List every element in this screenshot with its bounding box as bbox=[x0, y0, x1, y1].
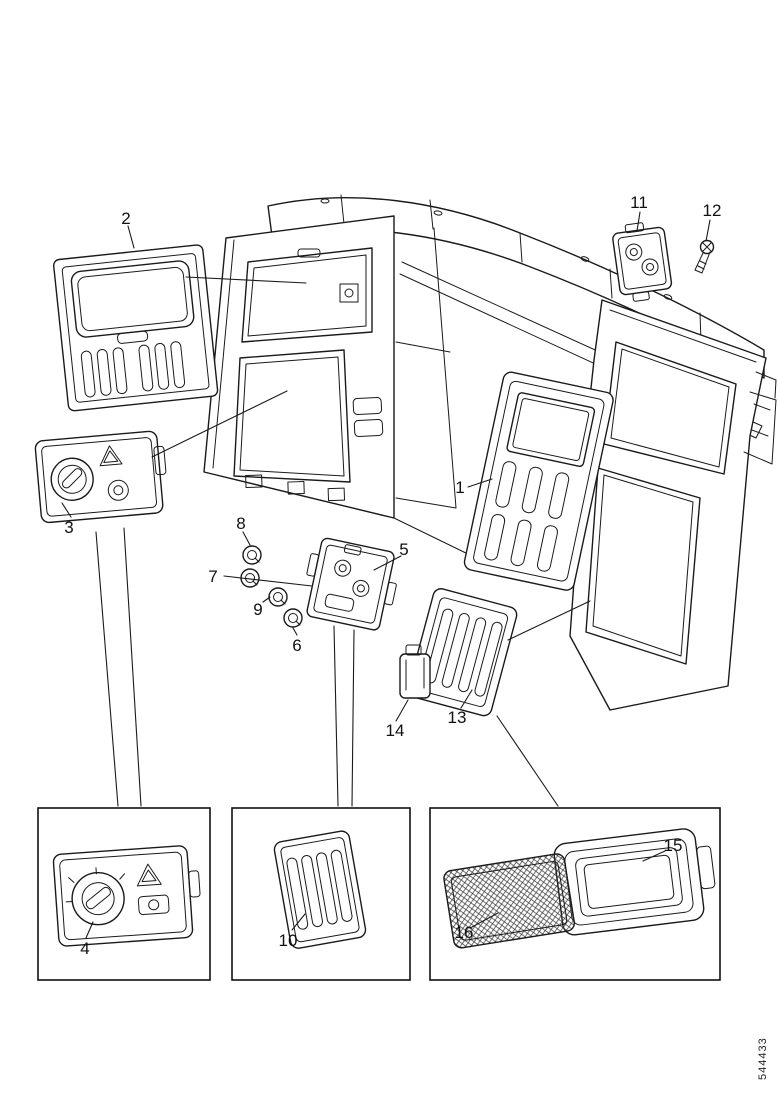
frame-right-section bbox=[569, 299, 777, 711]
mount-lines bbox=[151, 276, 591, 641]
inset-box-left bbox=[37, 807, 211, 981]
inset-box-right bbox=[429, 807, 721, 981]
part-12-screw bbox=[694, 239, 715, 274]
callout-leaders bbox=[61, 211, 711, 939]
callout-16: 16 bbox=[455, 923, 474, 942]
callout-2: 2 bbox=[121, 209, 130, 228]
callout-1: 1 bbox=[455, 478, 464, 497]
part-3-headlamp-switch bbox=[34, 430, 167, 524]
callout-4: 4 bbox=[80, 939, 89, 958]
callout-15-leader bbox=[642, 850, 666, 862]
callout-12: 12 bbox=[703, 201, 722, 220]
callout-16-leader bbox=[471, 912, 499, 928]
callout-13: 13 bbox=[448, 708, 467, 727]
callout-14-leader bbox=[395, 699, 409, 722]
callout-6-leader bbox=[292, 627, 298, 636]
callout-7-leader bbox=[223, 575, 313, 587]
callout-8: 8 bbox=[236, 514, 245, 533]
callout-3-leader bbox=[61, 502, 72, 518]
knob-6 bbox=[283, 608, 303, 628]
inset-box-center bbox=[231, 807, 411, 981]
part-4-headlamp-switch-detail bbox=[52, 845, 201, 947]
callout-9: 9 bbox=[253, 600, 262, 619]
callout-12-leader bbox=[705, 219, 711, 242]
frame-left-cluster-panel bbox=[203, 215, 395, 519]
callout-14: 14 bbox=[386, 721, 405, 740]
callout-4-leader bbox=[85, 921, 94, 939]
part-2-cluster-bezel bbox=[52, 244, 219, 412]
knob-9 bbox=[268, 587, 288, 607]
part-1-slotted-panel bbox=[463, 371, 614, 591]
callout-11-leader bbox=[636, 211, 641, 232]
part-10-slotted-panel bbox=[273, 830, 367, 949]
callout-8-leader bbox=[242, 531, 251, 546]
callout-1-leader bbox=[467, 478, 493, 488]
callout-9-leader bbox=[262, 596, 271, 603]
part-11-switch bbox=[612, 222, 673, 302]
callout-13-leader bbox=[460, 689, 473, 709]
callout-11: 11 bbox=[630, 193, 648, 212]
callout-2-leader bbox=[127, 225, 135, 249]
drawing-number: 544433 bbox=[757, 1037, 769, 1080]
projection-lines bbox=[95, 527, 559, 807]
dashboard-top-rail bbox=[267, 194, 765, 379]
callout-7: 7 bbox=[208, 567, 217, 586]
knob-8 bbox=[242, 545, 262, 565]
part-13-slotted-panel bbox=[407, 588, 518, 717]
callout-10: 10 bbox=[279, 931, 298, 950]
part-5-switch-mount bbox=[306, 537, 397, 631]
callout-5: 5 bbox=[399, 540, 408, 559]
callout-3: 3 bbox=[64, 518, 73, 537]
callout-6: 6 bbox=[292, 636, 301, 655]
hazard-triangle-icon bbox=[99, 445, 123, 467]
part-14-clip bbox=[399, 644, 431, 699]
callout-5-leader bbox=[373, 555, 402, 571]
knob-dial bbox=[50, 457, 94, 501]
part-15-ashtray bbox=[553, 828, 716, 936]
callout-10-leader bbox=[291, 913, 306, 931]
callout-15: 15 bbox=[664, 836, 683, 855]
hazard-triangle-icon bbox=[136, 863, 162, 887]
